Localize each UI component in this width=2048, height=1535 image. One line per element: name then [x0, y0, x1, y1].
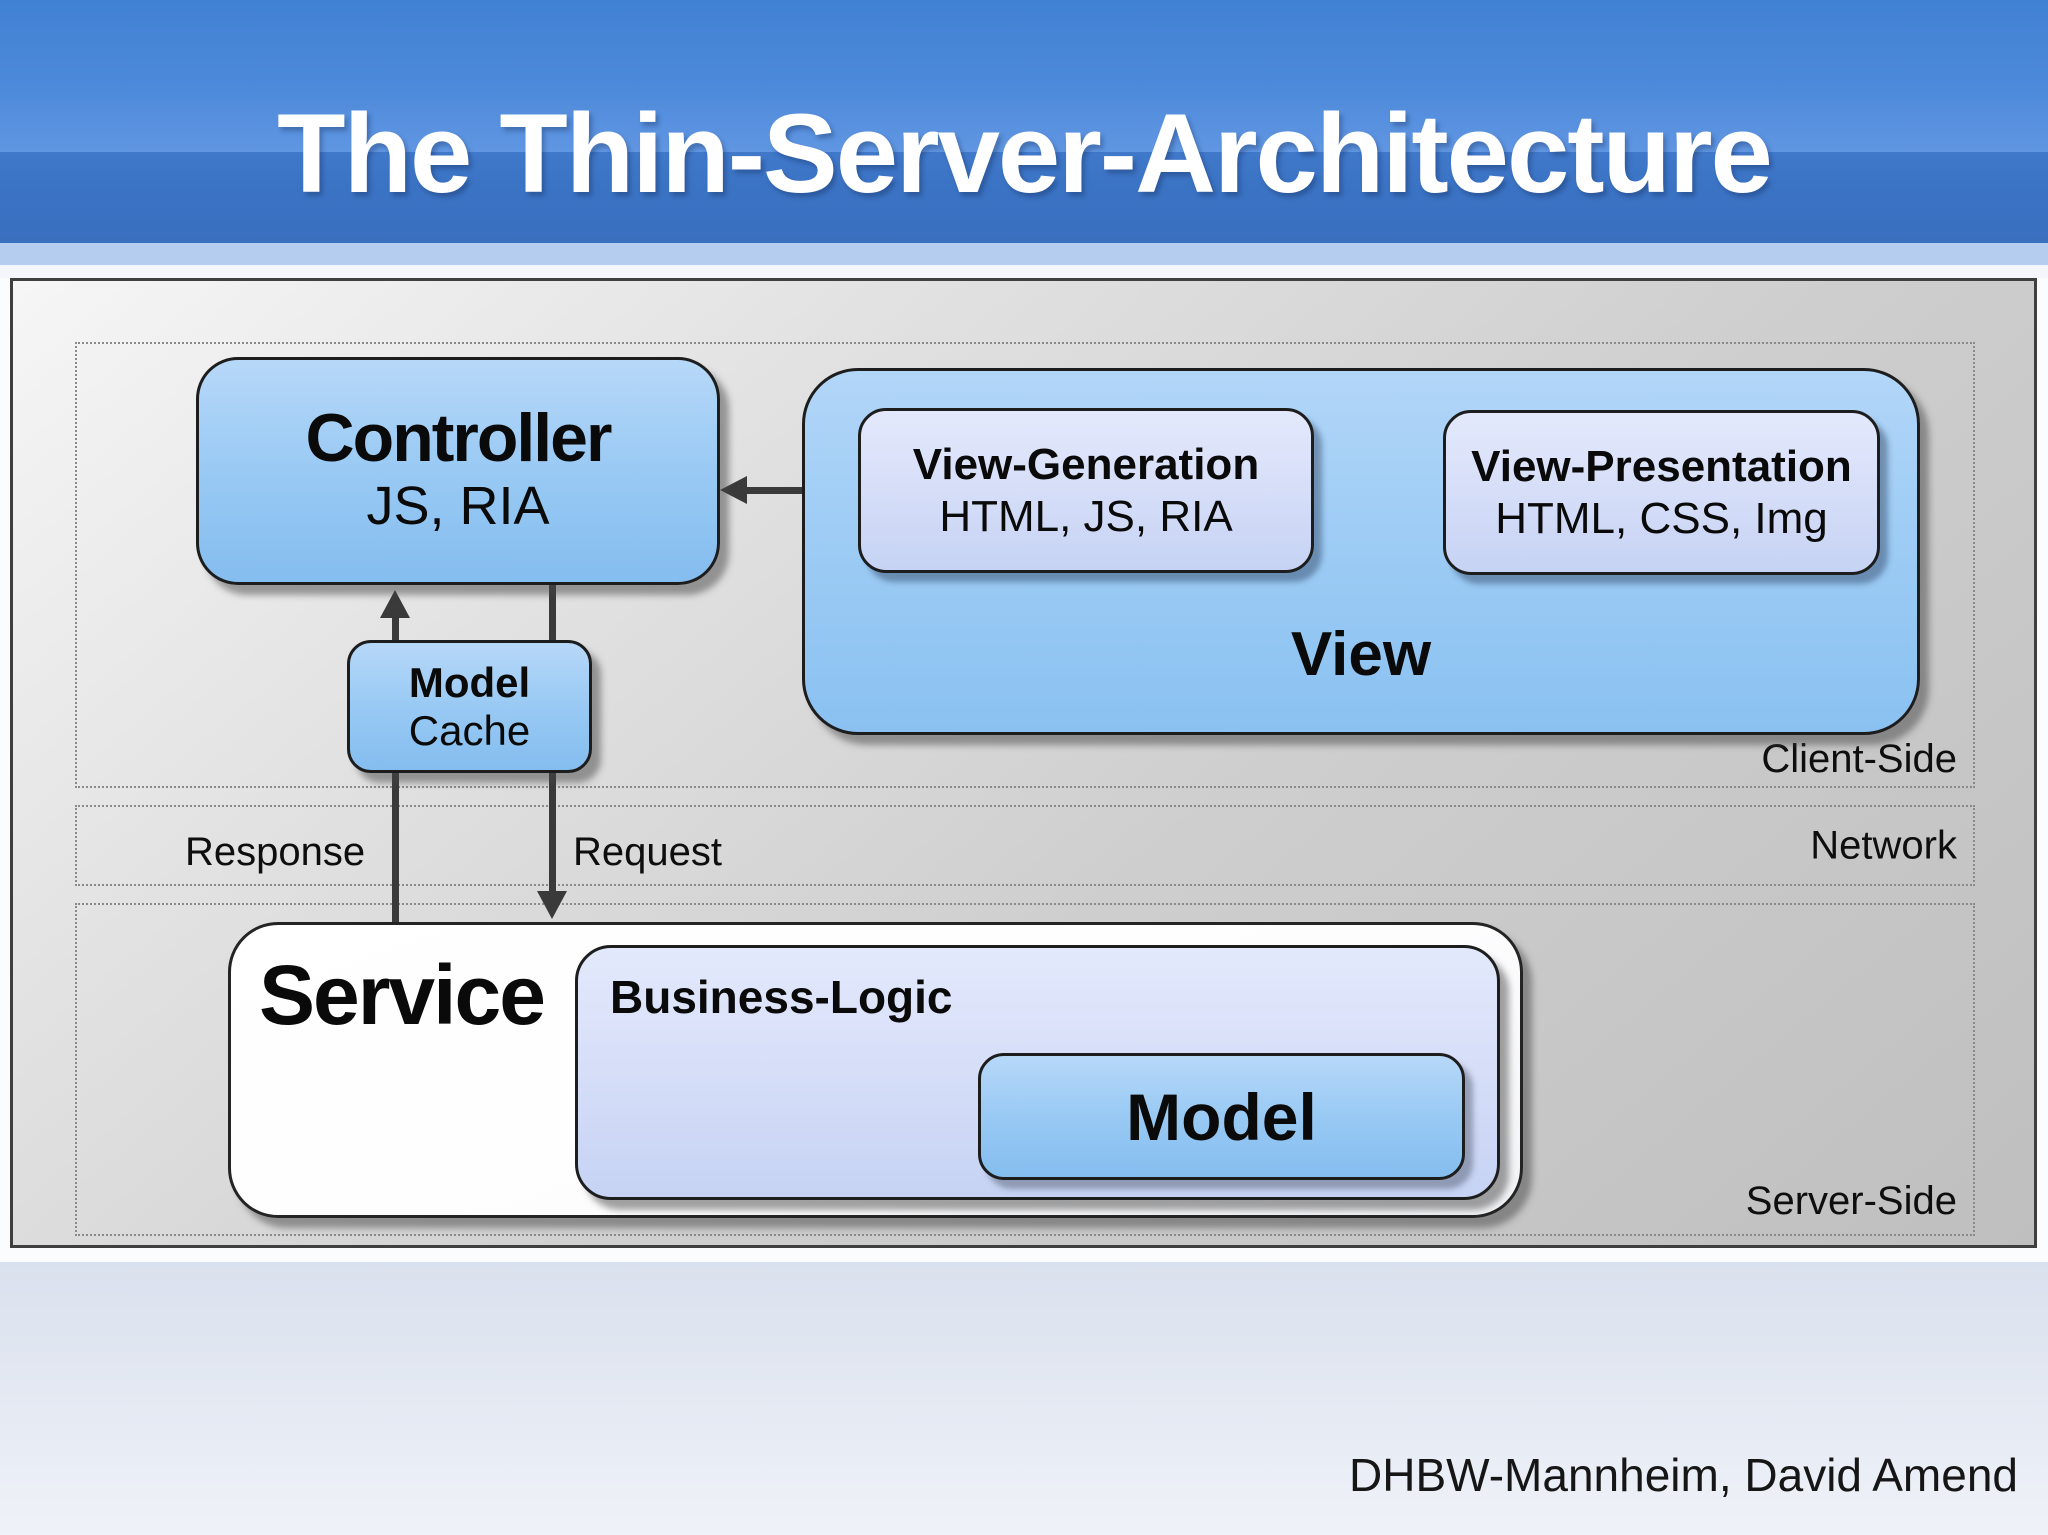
view-label: View [1290, 620, 1432, 689]
response-label: Response [185, 830, 366, 874]
client-side-label: Client-Side [1761, 737, 1957, 781]
arrow-shaft [747, 486, 833, 494]
network-label: Network [1810, 823, 1957, 867]
view-presentation-subtitle: HTML, CSS, Img [1495, 493, 1828, 543]
model-cache-subtitle: Cache [408, 706, 531, 754]
service-title: Service [259, 948, 546, 1042]
server-side-label: Server-Side [1745, 1179, 1957, 1223]
footer-background [0, 1262, 2048, 1535]
arrowhead-up-icon [380, 590, 410, 618]
view-presentation-title: View-Presentation [1471, 441, 1852, 491]
network-zone: Network [75, 805, 1975, 886]
controller-subtitle: JS, RIA [366, 476, 550, 537]
business-logic-title: Business-Logic [610, 971, 953, 1023]
header-strip-white [0, 265, 2048, 278]
request-label: Request [573, 830, 722, 874]
header-strip-blue [0, 243, 2048, 265]
arrowhead-down-icon [537, 891, 567, 919]
view-generation-subtitle: HTML, JS, RIA [939, 491, 1233, 541]
client-side-zone: Client-Side [75, 342, 1975, 788]
model-node: Model [978, 1053, 1465, 1180]
model-title: Model [1126, 1079, 1317, 1154]
view-generation-node: View-Generation HTML, JS, RIA [858, 408, 1314, 573]
controller-title: Controller [305, 399, 613, 476]
view-generation-title: View-Generation [912, 439, 1260, 489]
arrowhead-left-icon [720, 476, 747, 504]
slide-credit: DHBW-Mannheim, David Amend [1349, 1449, 2018, 1501]
diagram-panel: Client-Side Network Server-Side Response [10, 278, 2037, 1248]
slide-title: The Thin-Server-Architecture [277, 91, 1773, 216]
model-cache-title: Model [408, 659, 531, 707]
header-title-band [0, 152, 2048, 243]
model-cache-node: Model Cache [347, 640, 592, 773]
server-side-zone: Server-Side [75, 903, 1975, 1236]
view-presentation-node: View-Presentation HTML, CSS, Img [1443, 410, 1880, 575]
header-background [0, 0, 2048, 152]
controller-node: Controller JS, RIA [196, 357, 720, 585]
